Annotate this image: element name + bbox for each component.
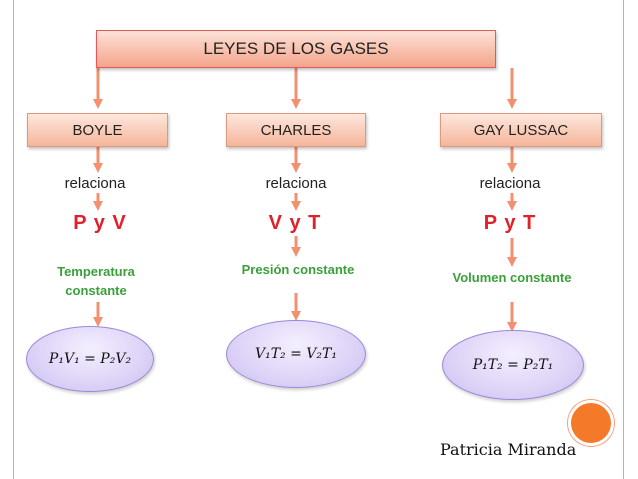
law-name-boyle: BOYLE [72,121,123,139]
author-signature: Patricia Miranda [440,440,577,459]
left-frame-line [13,0,14,479]
variables-gaylussac: P y T [483,212,537,234]
formula-ellipse-charles: V₁T₂ = V₂T₁ [226,320,366,388]
law-box-gaylussac: GAY LUSSAC [440,113,602,147]
formula-ellipse-boyle: P₁V₁ = P₂V₂ [26,326,154,392]
variables-charles: V y T [268,212,322,234]
right-frame-line [623,0,624,479]
title-text: LEYES DE LOS GASES [203,39,389,58]
decorative-circle [568,400,614,446]
formula-gaylussac: P₁T₂ = P₂T₁ [472,357,554,373]
condition-gaylussac: Volumen constante [452,270,572,285]
law-box-charles: CHARLES [226,113,366,147]
formula-ellipse-gaylussac: P₁T₂ = P₂T₁ [442,330,584,400]
condition-boyle: Temperatura constante [57,264,135,298]
formula-charles: V₁T₂ = V₂T₁ [255,346,337,362]
variables-boyle: P y V [73,212,127,234]
law-box-boyle: BOYLE [27,113,168,147]
formula-boyle: P₁V₁ = P₂V₂ [48,351,132,367]
relaciona-charles: relaciona [265,175,327,192]
relaciona-boyle: relaciona [64,175,126,192]
relaciona-gaylussac: relaciona [479,175,541,192]
law-name-charles: CHARLES [260,121,332,139]
condition-charles: Presión constante [241,262,355,277]
law-name-gaylussac: GAY LUSSAC [473,121,569,139]
title-box: LEYES DE LOS GASES [96,30,496,68]
